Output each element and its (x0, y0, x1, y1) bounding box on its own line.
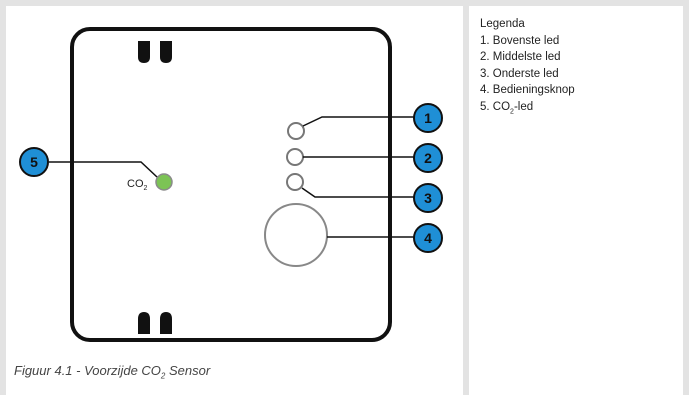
legend-item: 2. Middelste led (480, 51, 561, 64)
sensor-body (70, 27, 392, 342)
leader-line-3 (301, 187, 415, 198)
leader-line-1 (302, 116, 415, 127)
caption-suffix: Sensor (165, 363, 211, 378)
callout-2-label: 2 (424, 150, 432, 166)
bottom-tab-right (160, 312, 172, 334)
callout-1: 1 (413, 103, 443, 133)
bottom-led (286, 173, 304, 191)
legend-item: 4. Bedieningsknop (480, 84, 575, 97)
top-led (287, 122, 305, 140)
callout-5-label: 5 (30, 154, 38, 170)
legend-item-sub: 2 (510, 108, 514, 116)
co2-led (155, 173, 173, 191)
caption-text: Figuur 4.1 - Voorzijde CO (14, 363, 161, 378)
frame-top (0, 0, 689, 6)
legend-item: 5. CO2-led (480, 99, 575, 121)
legend-item-text: 5. CO (480, 100, 511, 113)
callout-1-label: 1 (424, 110, 432, 126)
top-tab-right (160, 41, 172, 63)
frame-left (0, 0, 6, 395)
leader-line-5 (49, 161, 158, 178)
caption-sub: 2 (160, 371, 166, 381)
legend-item: 3. Onderste led (480, 67, 559, 80)
legend-item: 1. Bovenste led (480, 34, 560, 47)
middle-led (286, 148, 304, 166)
co2-label: CO2 (127, 178, 148, 192)
bottom-tab-left (138, 312, 150, 334)
legend: Legenda 1. Bovenste led 2. Middelste led… (480, 16, 575, 121)
callout-4-label: 4 (424, 230, 432, 246)
sensor-diagram: CO2 1 2 3 4 5 (19, 27, 443, 342)
callout-3: 3 (413, 183, 443, 213)
frame-divider (463, 0, 469, 395)
frame-right (683, 0, 689, 395)
callout-4: 4 (413, 223, 443, 253)
callout-5: 5 (19, 147, 49, 177)
callout-3-label: 3 (424, 190, 432, 206)
legend-title: Legenda (480, 18, 525, 30)
callout-2: 2 (413, 143, 443, 173)
top-tab-left (138, 41, 150, 63)
figure-caption: Figuur 4.1 - Voorzijde CO2 Sensor (14, 363, 210, 381)
legend-item-suffix: -led (513, 100, 534, 113)
control-button (264, 203, 328, 267)
